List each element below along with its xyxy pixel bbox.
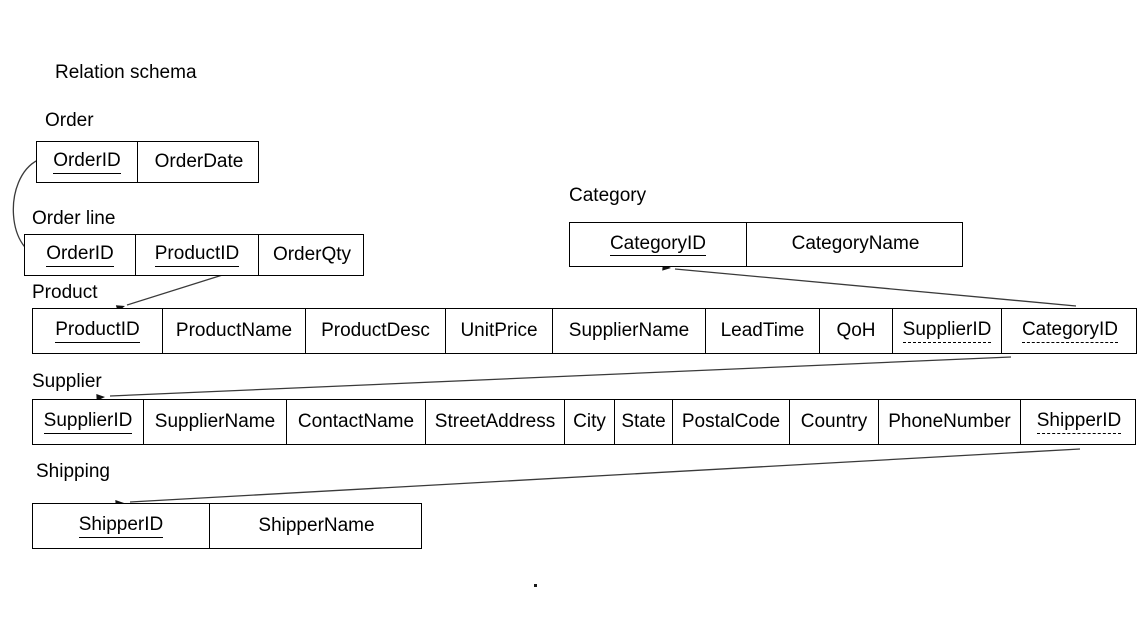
attribute-category-categoryname[interactable]: CategoryName	[747, 223, 964, 266]
relation-name-product: Product	[32, 282, 98, 303]
attribute-order-orderid[interactable]: OrderID	[37, 142, 138, 182]
relation-name-order: Order	[45, 110, 94, 131]
relation-table-order: OrderID OrderDate	[36, 141, 259, 183]
attribute-order-line-orderid[interactable]: OrderID	[25, 235, 136, 275]
attribute-label: SupplierName	[154, 410, 276, 432]
relation-name-shipping: Shipping	[36, 461, 110, 482]
diagram-title: Relation schema	[55, 62, 197, 83]
attribute-supplier-postalcode[interactable]: PostalCode	[673, 400, 790, 444]
attribute-supplier-state[interactable]: State	[615, 400, 673, 444]
attribute-label: OrderDate	[154, 150, 244, 172]
attribute-label: CategoryID	[609, 233, 707, 257]
attribute-label: OrderID	[46, 243, 114, 267]
attribute-label: CategoryID	[1021, 319, 1119, 343]
relationship-line-product-categoryid-to-category-categoryid	[674, 268, 1077, 307]
relation-table-product: ProductID ProductName ProductDesc UnitPrice…	[32, 308, 1137, 354]
relationship-line-product-supplierid-to-supplier-supplierid	[109, 356, 1012, 397]
attribute-product-qoh[interactable]: QoH	[820, 309, 893, 353]
attribute-label: ProductName	[175, 319, 293, 341]
attribute-product-leadtime[interactable]: LeadTime	[706, 309, 820, 353]
attribute-supplier-phonenumber[interactable]: PhoneNumber	[879, 400, 1021, 444]
attribute-label: PostalCode	[681, 410, 781, 432]
relationship-line-orderline-productid-to-product-productid	[126, 271, 233, 306]
attribute-supplier-country[interactable]: Country	[790, 400, 879, 444]
attribute-label: ShipperID	[78, 514, 164, 538]
attribute-label: Country	[800, 410, 868, 432]
relation-name-order-line: Order line	[32, 208, 116, 229]
attribute-label: OrderQty	[272, 243, 352, 265]
attribute-label: SupplierName	[568, 319, 690, 341]
attribute-label: City	[573, 410, 606, 432]
attribute-supplier-supplierid[interactable]: SupplierID	[33, 400, 144, 444]
relation-name-supplier: Supplier	[32, 371, 102, 392]
relation-table-supplier: SupplierID SupplierName ContactName StreetA…	[32, 399, 1136, 445]
attribute-label: ShipperName	[258, 514, 375, 536]
attribute-supplier-city[interactable]: City	[565, 400, 615, 444]
attribute-label: LeadTime	[720, 319, 805, 341]
attribute-supplier-suppliername[interactable]: SupplierName	[144, 400, 287, 444]
relation-name-category: Category	[569, 185, 647, 206]
attribute-order-line-productid[interactable]: ProductID	[136, 235, 259, 275]
attribute-label: SupplierID	[43, 410, 133, 434]
attribute-supplier-shipperid[interactable]: ShipperID	[1021, 400, 1137, 444]
attribute-label: OrderID	[53, 150, 121, 174]
attribute-label: UnitPrice	[460, 319, 538, 341]
attribute-product-productname[interactable]: ProductName	[163, 309, 306, 353]
attribute-label: PhoneNumber	[888, 410, 1011, 432]
relationship-line-supplier-shipperid-to-shipping-shipperid	[129, 448, 1081, 503]
attribute-label: QoH	[836, 319, 876, 341]
attribute-label: CategoryName	[791, 233, 920, 255]
attribute-product-productdesc[interactable]: ProductDesc	[306, 309, 446, 353]
attribute-product-suppliername[interactable]: SupplierName	[553, 309, 706, 353]
attribute-supplier-streetaddress[interactable]: StreetAddress	[426, 400, 565, 444]
attribute-label: StreetAddress	[434, 410, 556, 432]
attribute-product-unitprice[interactable]: UnitPrice	[446, 309, 553, 353]
attribute-label: ContactName	[297, 410, 415, 432]
attribute-supplier-contactname[interactable]: ContactName	[287, 400, 426, 444]
attribute-product-categoryid[interactable]: CategoryID	[1002, 309, 1138, 353]
attribute-label: ShipperID	[1036, 410, 1122, 434]
attribute-product-productid[interactable]: ProductID	[33, 309, 163, 353]
attribute-order-line-orderqty[interactable]: OrderQty	[259, 235, 365, 275]
relation-table-order-line: OrderID ProductID OrderQty	[24, 234, 364, 276]
attribute-product-supplierid[interactable]: SupplierID	[893, 309, 1002, 353]
attribute-shipping-shipperid[interactable]: ShipperID	[33, 504, 210, 548]
relation-table-category: CategoryID CategoryName	[569, 222, 963, 267]
attribute-shipping-shippername[interactable]: ShipperName	[210, 504, 423, 548]
scan-artifact-speck	[534, 584, 537, 587]
relation-table-shipping: ShipperID ShipperName	[32, 503, 422, 549]
attribute-order-orderdate[interactable]: OrderDate	[138, 142, 260, 182]
attribute-label: SupplierID	[902, 319, 992, 343]
attribute-category-categoryid[interactable]: CategoryID	[570, 223, 747, 266]
attribute-label: ProductDesc	[321, 319, 430, 341]
attribute-label: ProductID	[154, 243, 240, 267]
attribute-label: ProductID	[55, 319, 140, 343]
attribute-label: State	[621, 410, 666, 432]
